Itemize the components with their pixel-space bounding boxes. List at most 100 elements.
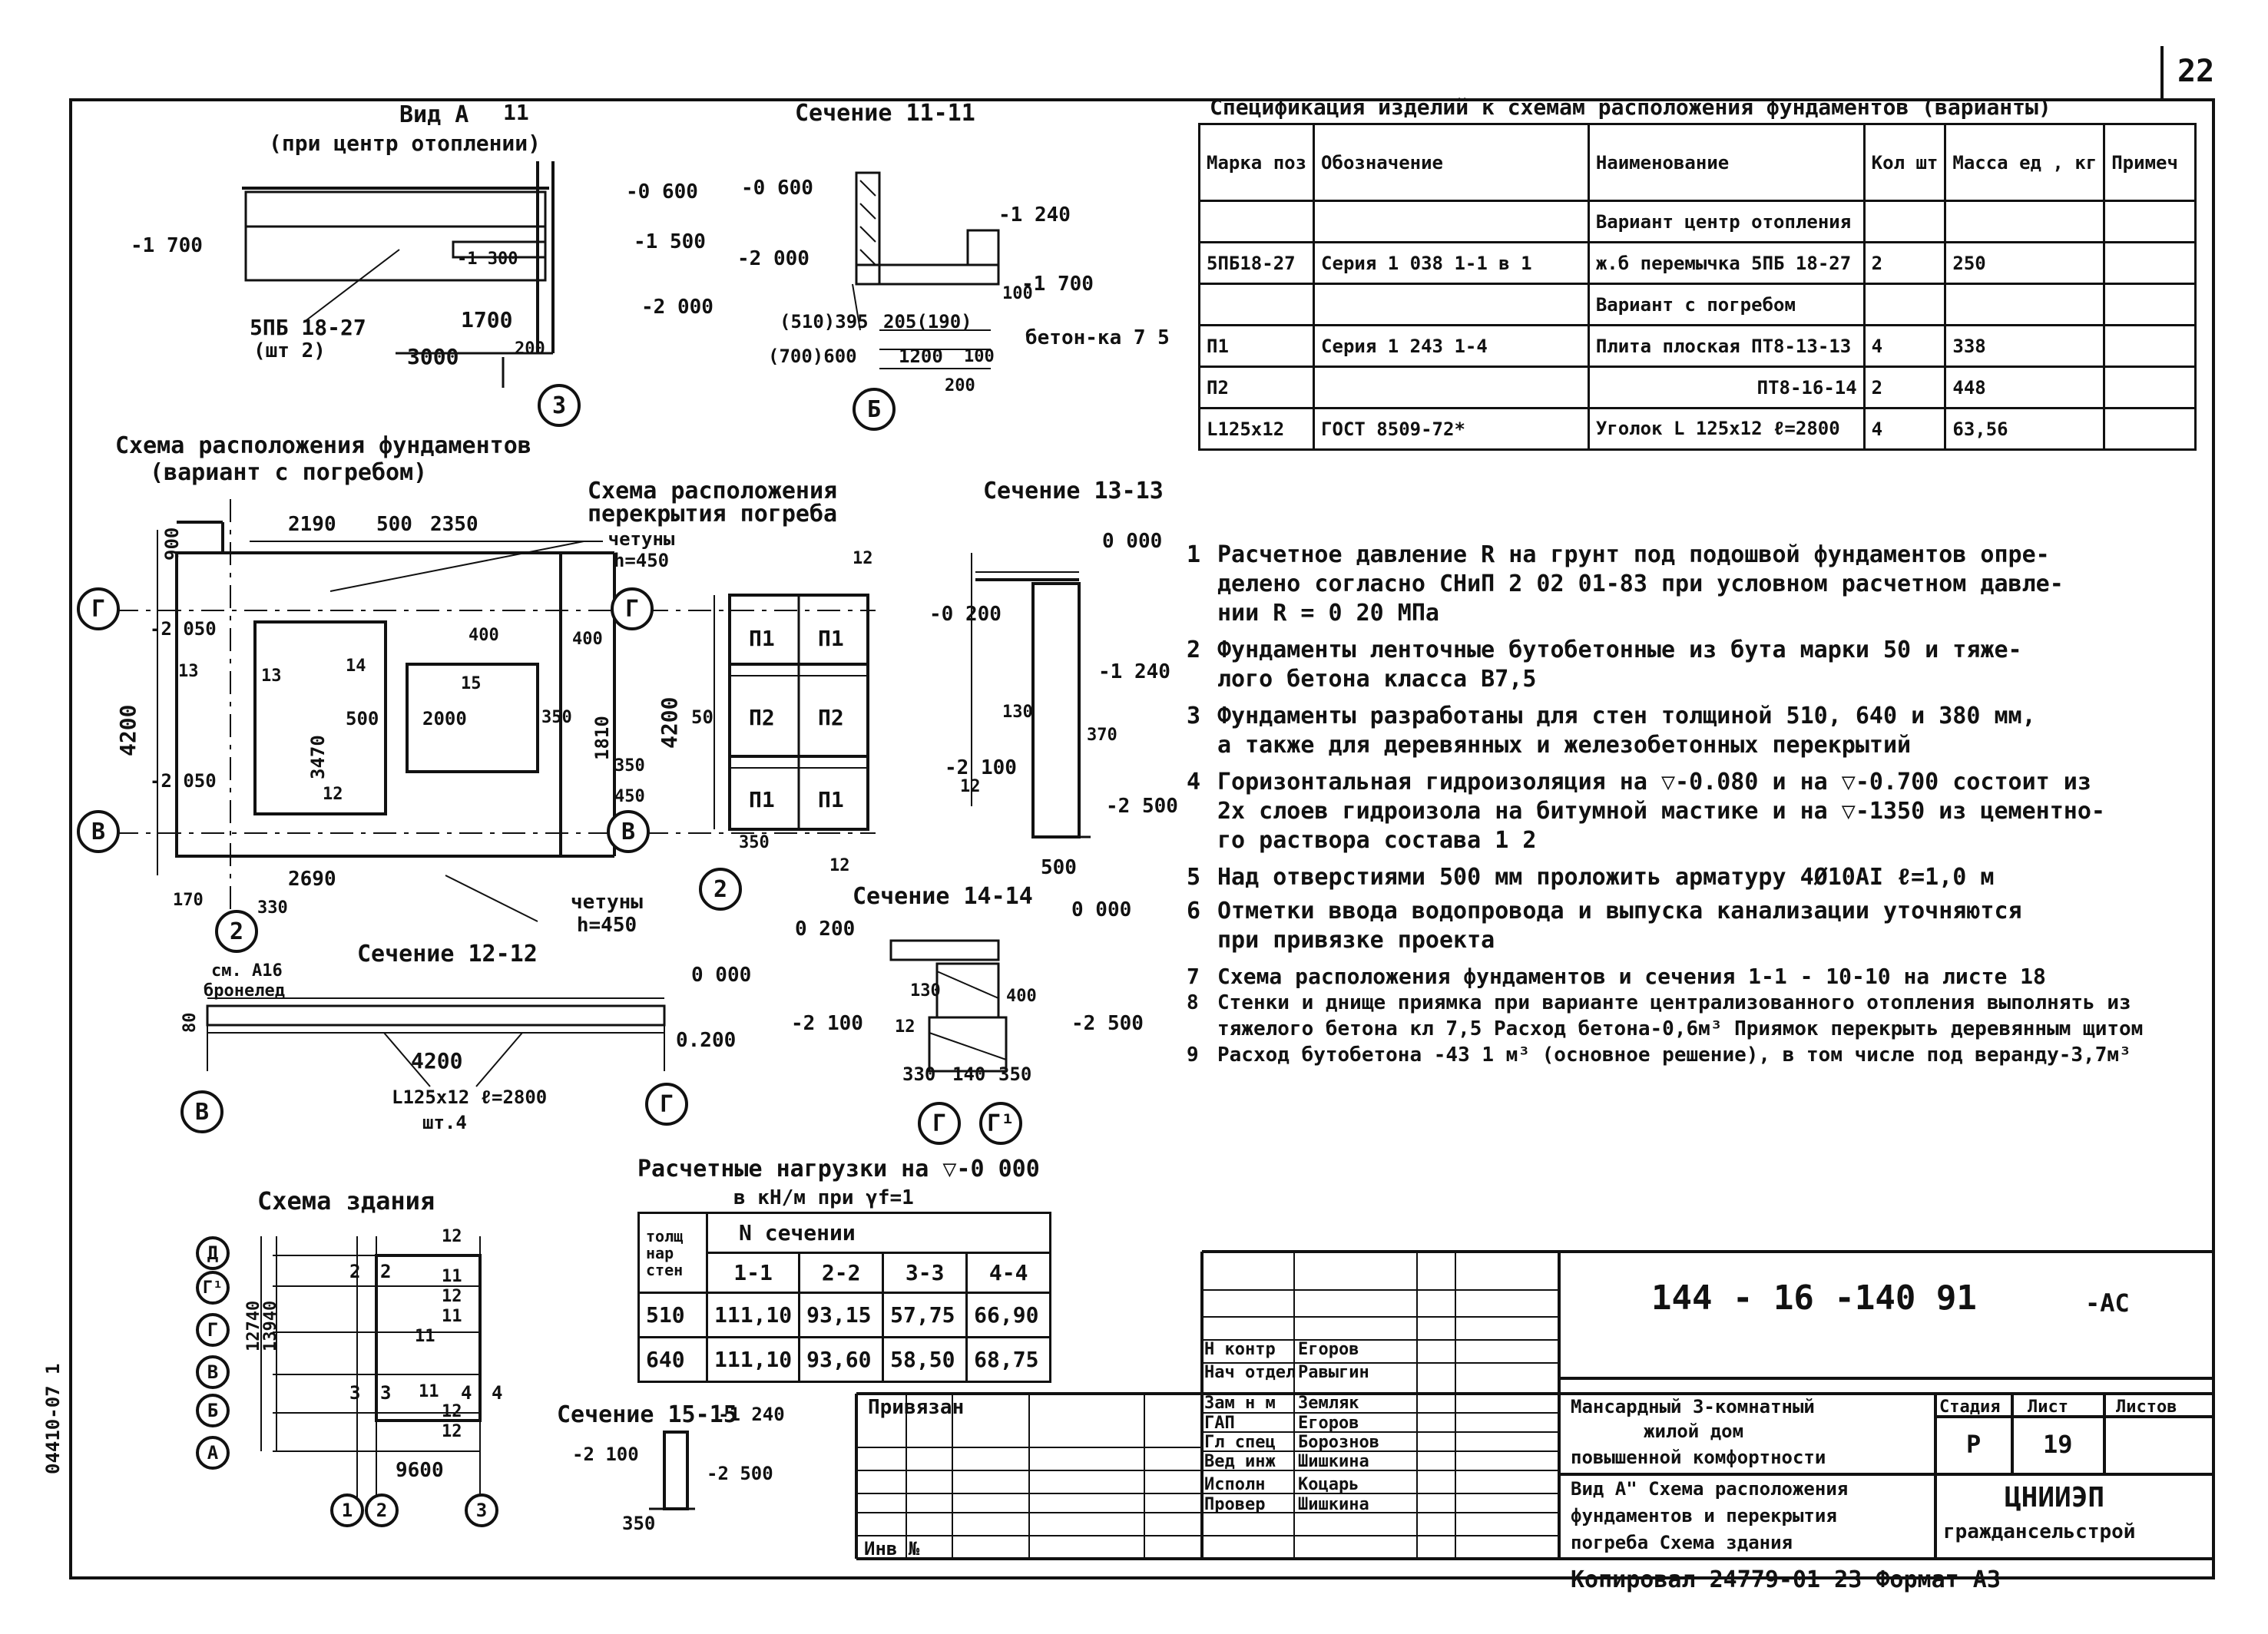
section-11-mark: -1 240 xyxy=(998,203,1071,227)
plan-dim-left: 900 xyxy=(161,527,183,561)
loads-title: Расчетные нагрузки на ▽-0 000 xyxy=(637,1156,1040,1182)
section-12-label: 4200 xyxy=(411,1048,463,1073)
role: Зам н м xyxy=(1204,1394,1276,1413)
building-dim: 13940 xyxy=(261,1300,280,1351)
plan-label: 14 xyxy=(346,657,366,676)
axis-marker: Г¹ xyxy=(196,1271,230,1305)
axis-marker: Г xyxy=(196,1313,230,1347)
sheet-title: погреба Схема здания xyxy=(1571,1532,1793,1553)
spec-cell xyxy=(2103,324,2197,368)
section-14-dim: 130 xyxy=(910,981,941,1001)
section-14-title: Сечение 14-14 xyxy=(853,883,1033,910)
spec-cell xyxy=(2103,200,2197,243)
note-line: лого бетона класса В7,5 xyxy=(1187,666,2200,703)
section-14-dim: 400 xyxy=(1006,987,1037,1006)
section-14-mark: -2 100 xyxy=(791,1012,863,1035)
note-line: а также для деревянных и железобетонных … xyxy=(1187,732,2200,769)
spec-cell: Серия 1 243 1-4 xyxy=(1313,324,1590,368)
axis-marker: Б xyxy=(853,388,896,431)
section-13-dim: 130 xyxy=(1002,703,1033,722)
note-text: Расход бутобетона -43 1 м³ (основное реш… xyxy=(1217,1044,2131,1067)
lintel-qty: (шт 2) xyxy=(253,339,326,362)
building-num: 11 xyxy=(419,1382,439,1401)
note-text: а также для деревянных и железобетонных … xyxy=(1217,732,1912,759)
section-15-title: Сечение 15-15 xyxy=(557,1401,737,1428)
spec-cell: ж.б перемычка 5ПБ 18-27 xyxy=(1587,241,1866,285)
spec-title: Спецификация изделий к схемам расположен… xyxy=(1210,94,2051,120)
note-number: 2 xyxy=(1187,637,1201,663)
section-11-dim: 100 xyxy=(964,347,995,366)
chamfer-label: четуны h=450 xyxy=(571,891,643,937)
section-14-mark: 0 200 xyxy=(795,918,856,941)
spec-cell: 338 xyxy=(1944,324,2106,368)
spec-row: Вариант центр отопления xyxy=(1197,200,2197,243)
loads-cell: 66,90 xyxy=(965,1292,1052,1338)
note-text: Стенки и днище приямка при варианте цент… xyxy=(1217,991,2131,1014)
spec-cell xyxy=(2103,407,2197,451)
plan-mark: -2 050 xyxy=(150,770,217,792)
sheet-title: фундаментов и перекрытия xyxy=(1571,1505,1837,1526)
name: Егоров xyxy=(1298,1414,1359,1433)
spec-cell xyxy=(2103,283,2197,326)
section-12-label: шт.4 xyxy=(422,1112,467,1133)
spec-cell: 4 xyxy=(1862,407,1947,451)
cellar-chamfer: четуны h=450 xyxy=(608,528,675,571)
spec-cell: Уголок L 125x12 ℓ=2800 xyxy=(1587,407,1866,451)
section-13-mark: -0 200 xyxy=(929,603,1002,626)
lintel-label: 5ПБ 18-27 xyxy=(250,315,366,340)
plan-label: 1810 xyxy=(591,716,613,760)
loads-cell: 68,75 xyxy=(965,1336,1052,1383)
loads-subtitle: в кН/м при γf=1 xyxy=(733,1186,914,1209)
note-text: Схема расположения фундаментов и сечения… xyxy=(1217,964,2046,989)
plan-label: 400 xyxy=(572,630,603,649)
axis-marker: Д xyxy=(196,1236,230,1270)
spec-header: Кол шт xyxy=(1862,123,1947,202)
note-number: 9 xyxy=(1187,1044,1199,1067)
bound-label: Привязан xyxy=(868,1396,965,1419)
section-11-dim: 1200 xyxy=(899,346,943,367)
spec-cell: L125x12 xyxy=(1197,407,1316,451)
view-a-mark: -1 700 xyxy=(131,234,203,257)
note-number: 1 xyxy=(1187,541,1201,568)
section-14-dim: 12 xyxy=(895,1017,915,1037)
loads-col: 2-2 xyxy=(798,1252,885,1294)
plan-label: 12 xyxy=(323,785,343,804)
spec-table: Марка поз Обозначение Наименование Кол ш… xyxy=(1197,123,2197,451)
note-text: нии R = 0 20 МПа xyxy=(1217,600,1439,627)
spec-cell xyxy=(1862,200,1947,243)
note-text: го раствора состава 1 2 xyxy=(1217,827,1537,854)
spec-cell xyxy=(1862,283,1947,326)
section-11-dim: (510)395 xyxy=(780,311,869,332)
plan-label: 3470 xyxy=(307,735,329,779)
page-number: 22 xyxy=(2177,54,2215,89)
loads-wall: 640 xyxy=(637,1336,708,1383)
plan-label: 15 xyxy=(461,674,482,693)
axis-marker: Г xyxy=(611,587,654,630)
plan-label: 350 xyxy=(739,833,770,852)
view-a-dim: 3000 xyxy=(407,344,459,369)
role: Исполн xyxy=(1204,1475,1266,1494)
note-number: 4 xyxy=(1187,769,1201,796)
section-14-mark: -2 500 xyxy=(1071,1012,1144,1035)
plan-label: 400 xyxy=(468,626,499,645)
loads-cell: 111,10 xyxy=(705,1292,801,1338)
spec-cell: Серия 1 038 1-1 в 1 xyxy=(1313,241,1590,285)
spec-header: Марка поз xyxy=(1197,123,1316,202)
building-num: 12 xyxy=(442,1287,462,1306)
cellar-dim: 12 xyxy=(829,856,850,875)
section-13-title: Сечение 13-13 xyxy=(983,478,1164,504)
project-title: повышенной комфортности xyxy=(1571,1447,1826,1468)
plan-label: 2000 xyxy=(422,708,467,729)
note-text: лого бетона класса В7,5 xyxy=(1217,666,1537,693)
spec-cell xyxy=(1313,366,1590,409)
building-num: 3 xyxy=(380,1382,392,1404)
role: Нач отдел xyxy=(1204,1363,1296,1382)
note-number: 5 xyxy=(1187,864,1201,891)
axis-marker: Г xyxy=(77,587,120,630)
cellar-panel: П1 xyxy=(818,626,844,651)
